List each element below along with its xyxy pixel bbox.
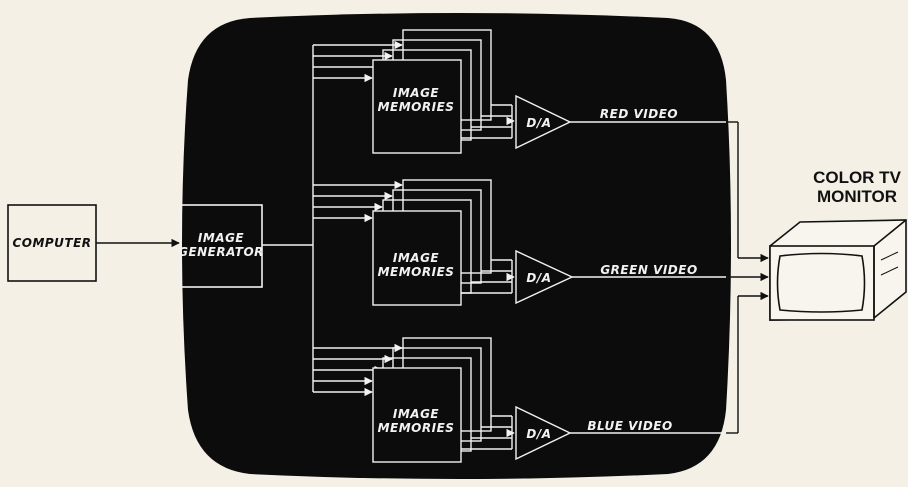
red-da-label: D/A (526, 116, 551, 130)
red-memories-label-2: MEMORIES (378, 100, 455, 114)
red-memories-label-1: IMAGE (393, 86, 440, 100)
image-generator-label-2: GENERATOR (178, 245, 264, 259)
blue-da-label: D/A (526, 427, 551, 441)
monitor-label-1: COLOR TV (813, 168, 901, 187)
blue-memories-label-2: MEMORIES (378, 421, 455, 435)
image-generator-box: IMAGE GENERATOR (178, 204, 264, 288)
red-video-label: RED VIDEO (600, 107, 678, 121)
green-da-label: D/A (526, 271, 551, 285)
green-video-label: GREEN VIDEO (600, 263, 697, 277)
blue-channel (313, 291, 769, 463)
monitor-label-2: MONITOR (817, 187, 897, 206)
blue-memories-label-1: IMAGE (393, 407, 440, 421)
green-memories-label-1: IMAGE (393, 251, 440, 265)
computer-label: COMPUTER (12, 236, 91, 250)
blue-video-label: BLUE VIDEO (587, 419, 672, 433)
color-tv-monitor-icon (769, 219, 907, 321)
red-channel (313, 29, 769, 263)
image-generator-label-1: IMAGE (198, 231, 245, 245)
green-channel (313, 179, 769, 306)
green-memories-label-2: MEMORIES (378, 265, 455, 279)
computer-box: COMPUTER (7, 204, 97, 282)
